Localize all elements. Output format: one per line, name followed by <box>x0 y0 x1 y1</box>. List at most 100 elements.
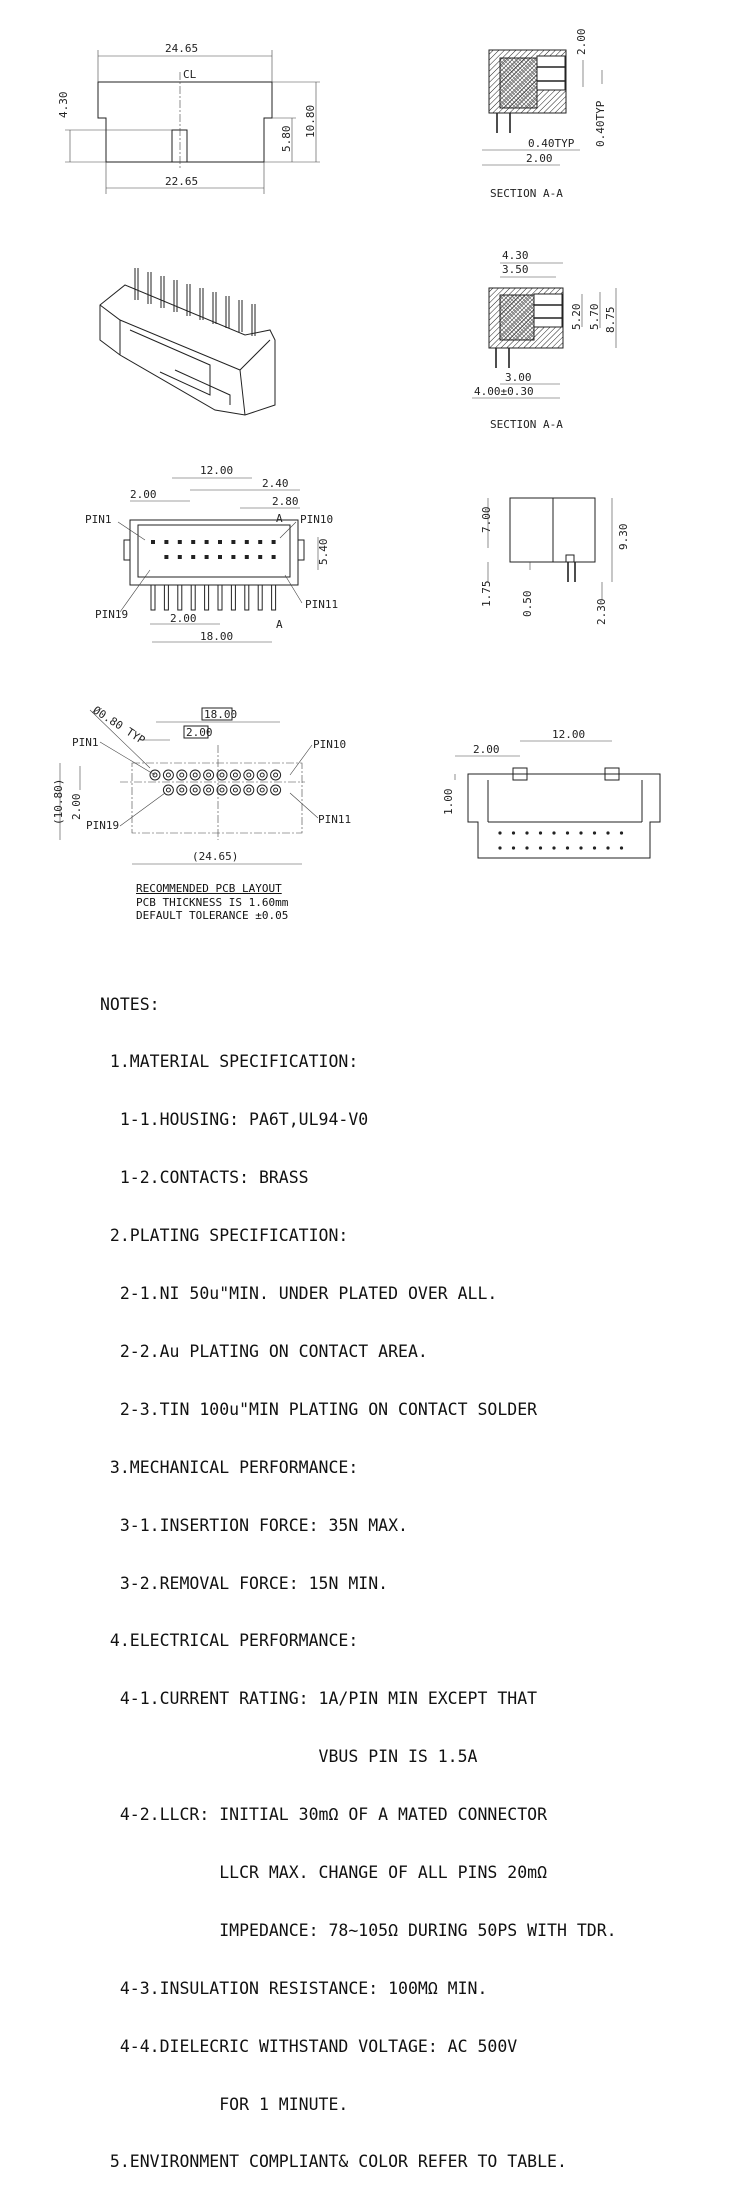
note-line: NOTES: <box>100 994 160 1014</box>
pcb-pad <box>256 784 268 796</box>
dim-050: 0.50 <box>521 591 534 618</box>
section-mark-a-bottom: A <box>276 618 283 631</box>
isometric-view <box>99 268 276 416</box>
pcb-pad <box>256 769 268 781</box>
pcb-pin19-label: PIN19 <box>86 819 119 832</box>
contact-dot <box>538 831 543 835</box>
pcb-pad <box>176 784 188 796</box>
pcb-hole <box>206 772 212 778</box>
contact-dot <box>579 846 583 850</box>
pin-dot <box>231 555 236 559</box>
section-view-1: 2.00 0.40TYP 0.40TYP 2.00 SECTION A-A <box>482 29 607 200</box>
pcb-pad <box>216 784 228 796</box>
iso-pin <box>251 304 256 336</box>
pin-dot <box>164 540 169 544</box>
note-line: 1-1.HOUSING: PA6T,UL94-V0 <box>100 1110 369 1130</box>
iso-pin <box>147 272 152 304</box>
pcb-hole <box>273 787 279 793</box>
pin-leg <box>204 585 210 611</box>
pcb-pad <box>162 784 174 796</box>
note-line: IMPEDANCE: 78~105Ω DURING 50PS WITH TDR. <box>100 1920 617 1940</box>
dim-width-bottom: 22.65 <box>165 175 198 188</box>
dim-width-top: 24.65 <box>165 42 198 55</box>
pcb-pad <box>176 769 188 781</box>
dim-430: 4.30 <box>502 249 529 262</box>
contact-dot <box>619 846 624 850</box>
pin-leg <box>190 585 196 611</box>
pcb-pad <box>270 784 282 796</box>
pin-dot <box>204 555 209 559</box>
pcb-dim-200: 2.00 <box>186 726 213 739</box>
contact-dot <box>592 846 597 850</box>
pin-leg <box>217 585 223 611</box>
pcb-pad <box>229 769 241 781</box>
contact-dot <box>565 846 570 850</box>
note-line: 5.ENVIRONMENT COMPLIANT& COLOR REFER TO … <box>100 2152 567 2172</box>
note-line: 2-3.TIN 100u"MIN PLATING ON CONTACT SOLD… <box>100 1399 538 1419</box>
contact-dot <box>565 831 570 835</box>
pcb-pin10-label: PIN10 <box>313 738 346 751</box>
front-view: 24.65 CL 22.65 4.30 5.80 10.80 <box>57 42 320 194</box>
dim-pin-v: 0.40TYP <box>594 100 607 147</box>
note-line: VBUS PIN IS 1.5A <box>100 1747 478 1767</box>
note-line: 4-2.LLCR: INITIAL 30mΩ OF A MATED CONNEC… <box>100 1805 548 1825</box>
iso-pin <box>134 268 139 300</box>
note-line: LLCR MAX. CHANGE OF ALL PINS 20mΩ <box>100 1862 548 1882</box>
dim-350: 3.50 <box>502 263 529 276</box>
note-line: FOR 1 MINUTE. <box>100 2094 349 2114</box>
dim-520: 5.20 <box>570 304 583 331</box>
iso-pin <box>199 288 204 320</box>
iso-pin <box>225 296 230 328</box>
pcb-hole <box>179 787 185 793</box>
contact-dot <box>619 831 624 835</box>
pcb-hole <box>259 772 265 778</box>
side-view: 7.00 9.30 1.75 0.50 2.30 <box>480 497 630 625</box>
pin-dot <box>218 555 222 559</box>
note-line: 1.MATERIAL SPECIFICATION: <box>100 1052 359 1072</box>
pin-dot <box>258 540 263 544</box>
pcb-hole <box>165 787 171 793</box>
pcb-pad <box>203 784 215 796</box>
pcb-pad <box>189 784 201 796</box>
dim-700: 7.00 <box>480 507 493 534</box>
pcb-pin1-label: PIN1 <box>72 736 99 749</box>
contact-dot <box>525 831 529 835</box>
section-view-2: 4.30 3.50 5.20 5.70 8.75 3.00 4.00±0.30 … <box>472 249 617 431</box>
bottom-dim-200: 2.00 <box>473 743 500 756</box>
iso-pin <box>173 280 178 312</box>
contact-dot <box>511 831 516 835</box>
iso-pin <box>212 292 217 324</box>
contact-dot <box>606 831 610 835</box>
pcb-pad <box>243 769 255 781</box>
pcb-hole <box>179 772 185 778</box>
contact-dot <box>498 846 502 850</box>
pcb-hole <box>219 772 225 778</box>
pin-dot <box>177 540 182 544</box>
pcb-pad <box>243 784 255 796</box>
pcb-tolerance: DEFAULT TOLERANCE ±0.05 <box>136 909 289 922</box>
pcb-hole <box>232 787 238 793</box>
pin1-label: PIN1 <box>85 513 112 526</box>
pcb-hole <box>246 772 252 778</box>
drawing-canvas: 24.65 CL 22.65 4.30 5.80 10.80 2.00 0.40… <box>52 29 661 865</box>
pin-dot <box>244 540 249 544</box>
pin-dot <box>177 555 182 559</box>
pin-dot <box>271 555 276 559</box>
dim-300: 3.00 <box>505 371 532 384</box>
pcb-dim-1080: (10.80) <box>52 779 65 825</box>
pcb-layout: 18.00 2.00 Ø0.80 TYP PIN1 PIN10 PIN19 PI… <box>52 704 351 865</box>
pcb-thickness: PCB THICKNESS IS 1.60mm <box>136 895 289 909</box>
bottom-view: 12.00 2.00 1.00 <box>442 728 661 859</box>
contact-dot <box>579 831 583 835</box>
contact-dot <box>606 846 610 850</box>
section-title-2: SECTION A-A <box>490 418 563 431</box>
iso-pin <box>238 300 243 332</box>
pin-dot <box>191 555 196 559</box>
note-line: 4.ELECTRICAL PERFORMANCE: <box>100 1631 359 1651</box>
pcb-hole <box>246 787 252 793</box>
note-line: 3-2.REMOVAL FORCE: 15N MIN. <box>100 1573 389 1593</box>
pin-leg <box>177 585 183 611</box>
pcb-pad <box>216 769 228 781</box>
dim-200-top: 2.00 <box>130 488 157 501</box>
pin-dot <box>244 555 249 559</box>
